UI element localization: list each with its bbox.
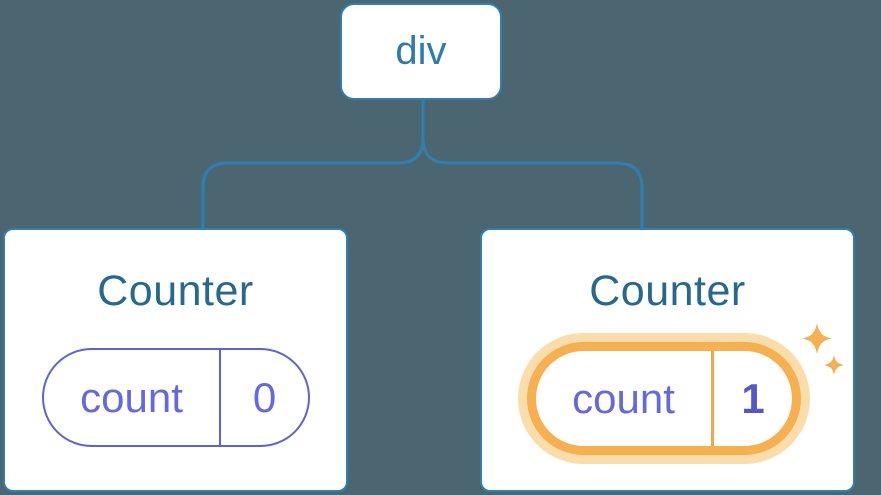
state-pill-highlighted: count 1 bbox=[527, 342, 801, 455]
counter-card-left: Counter count 0 bbox=[3, 228, 348, 492]
root-node-label: div bbox=[395, 29, 447, 73]
state-pill: count 0 bbox=[42, 348, 310, 447]
card-title: Counter bbox=[589, 267, 746, 315]
state-pill-highlight-halo: count 1 bbox=[518, 333, 810, 464]
state-name: count bbox=[44, 350, 221, 445]
card-title: Counter bbox=[97, 267, 254, 315]
sparkles-icon bbox=[802, 323, 844, 375]
root-node-div: div bbox=[340, 3, 502, 100]
state-value: 1 bbox=[741, 374, 765, 422]
state-value: 0 bbox=[252, 373, 277, 421]
state-name: count bbox=[536, 351, 714, 446]
counter-card-right: Counter count 1 bbox=[480, 228, 855, 492]
